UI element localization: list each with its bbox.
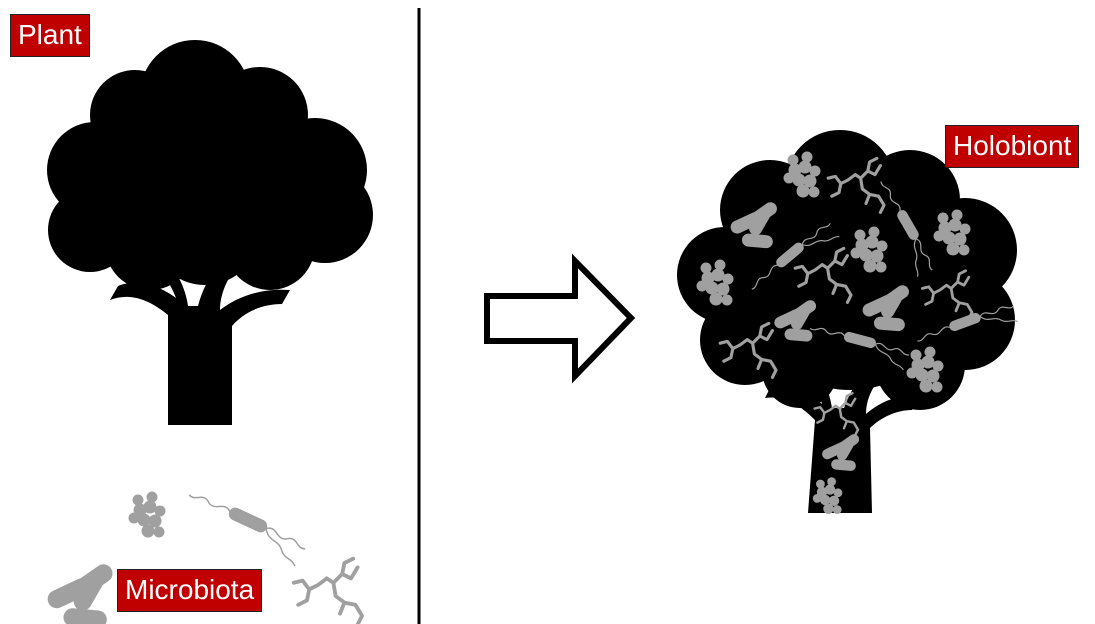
microbiota-label: Microbiota bbox=[117, 569, 262, 612]
holobiont-label: Holobiont bbox=[945, 125, 1079, 168]
filamentous-fungus-icon bbox=[294, 559, 362, 624]
flagellated-bacterium-icon bbox=[181, 488, 309, 567]
coccus-cluster-icon bbox=[129, 492, 165, 537]
tree-icon bbox=[47, 40, 373, 425]
rod-bacterium-icon bbox=[46, 562, 116, 624]
arrow-right-icon bbox=[487, 261, 631, 376]
plant-label: Plant bbox=[10, 14, 90, 57]
